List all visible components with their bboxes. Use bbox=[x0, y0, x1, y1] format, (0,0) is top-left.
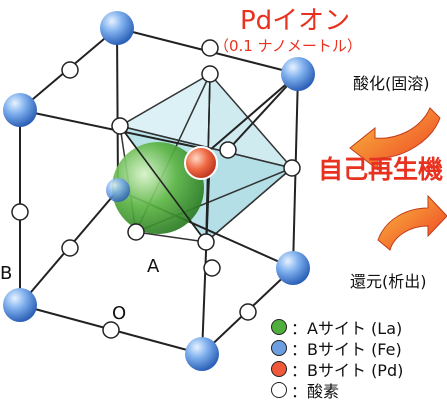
legend-label: ：Aサイト (La) bbox=[291, 319, 403, 338]
subtitle-size: （0.1 ナノメートル） bbox=[214, 37, 362, 55]
a-site-la-sphere bbox=[112, 142, 204, 234]
fe-sphere bbox=[185, 337, 219, 371]
fe-sphere bbox=[281, 57, 315, 91]
oxygen-sphere bbox=[283, 159, 301, 177]
oxygen-sphere bbox=[61, 61, 79, 79]
title-pd-ion: Pdイオン bbox=[240, 6, 351, 36]
blue-dot-icon bbox=[271, 340, 287, 356]
oxygen-sphere bbox=[201, 39, 219, 57]
fe-sphere bbox=[3, 288, 37, 322]
legend-label: ：Bサイト (Pd) bbox=[291, 361, 404, 380]
reduction-label: 還元(析出) bbox=[350, 272, 427, 291]
b-site-pd-sphere bbox=[184, 146, 218, 180]
site-label-o: O bbox=[112, 303, 127, 324]
white-dot-icon bbox=[271, 382, 287, 398]
legend-label: ：酸素 bbox=[291, 382, 340, 401]
green-dot-icon bbox=[271, 319, 287, 335]
fe-sphere bbox=[106, 178, 130, 202]
oxygen-sphere bbox=[111, 117, 129, 135]
self-regeneration-label: 自己再生機 bbox=[318, 155, 444, 184]
legend-item-b-site-pd: ：Bサイト (Pd) bbox=[271, 357, 403, 381]
oxygen-sphere bbox=[127, 223, 145, 241]
site-label-b: B bbox=[0, 263, 13, 284]
oxygen-sphere bbox=[61, 239, 79, 257]
site-label-a: A bbox=[147, 256, 160, 277]
red-dot-icon bbox=[271, 361, 287, 377]
fe-sphere bbox=[3, 93, 37, 127]
b-site-fe-spheres bbox=[3, 11, 315, 371]
oxygen-sphere bbox=[11, 203, 29, 221]
legend-label: ：Bサイト (Fe) bbox=[291, 340, 402, 359]
oxygen-sphere bbox=[219, 141, 237, 159]
oxidation-label: 酸化(固溶) bbox=[353, 74, 430, 93]
legend-item-b-site-fe: ：Bサイト (Fe) bbox=[271, 336, 402, 360]
oxygen-sphere bbox=[203, 259, 221, 277]
oxygen-sphere bbox=[201, 65, 219, 83]
oxygen-spheres bbox=[11, 39, 301, 339]
fe-sphere bbox=[276, 251, 310, 285]
oxygen-sphere bbox=[239, 303, 257, 321]
regeneration-arrows bbox=[349, 107, 447, 251]
reduction-arrow bbox=[377, 194, 447, 251]
legend-item-a-site: ：Aサイト (La) bbox=[271, 315, 402, 339]
fe-sphere bbox=[100, 11, 134, 45]
legend-item-oxygen: ：酸素 bbox=[271, 378, 339, 402]
oxygen-sphere bbox=[102, 321, 120, 339]
oxidation-arrow bbox=[349, 107, 441, 172]
oxygen-sphere bbox=[197, 233, 215, 251]
